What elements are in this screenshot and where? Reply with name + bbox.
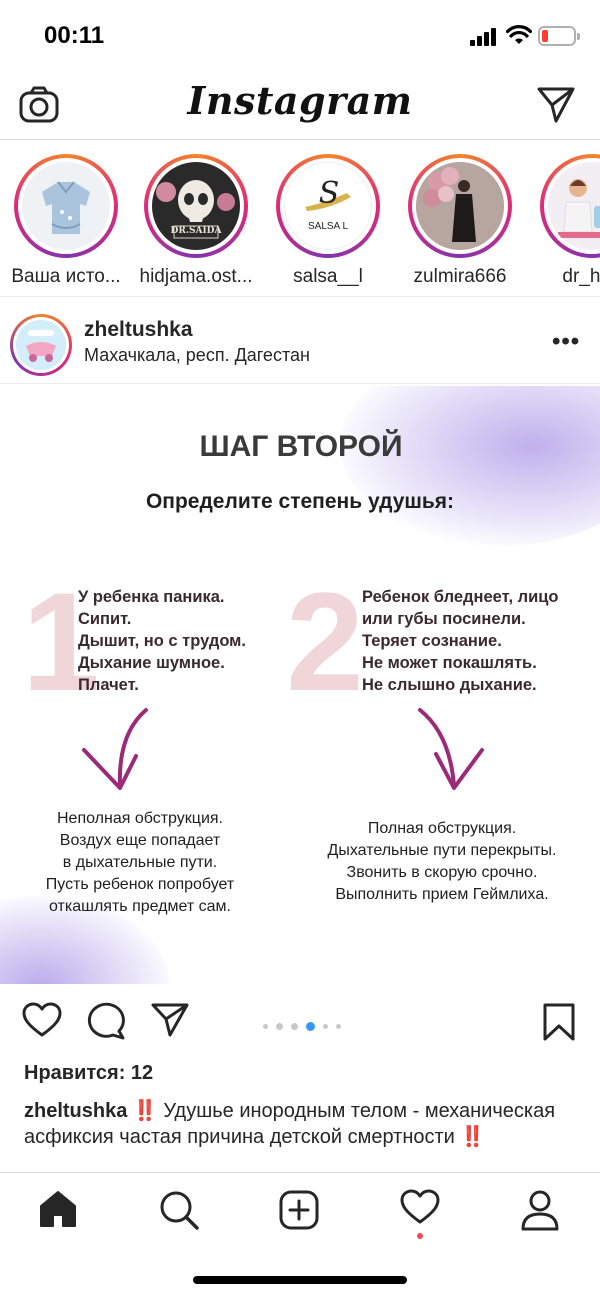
carousel-dot (263, 1024, 268, 1030)
cellular-signal-icon (470, 28, 496, 46)
list-item: Дыхание шумное. (78, 654, 225, 672)
carousel-dot (276, 1023, 283, 1031)
symptom-list-1: У ребенка паника. Сипит. Дышит, но с тру… (78, 586, 246, 696)
instagram-logo: Instagram (187, 78, 413, 123)
result-line: Дыхательные пути перекрыты. (327, 842, 557, 859)
result-text-1: Неполная обструкция. Воздух еще попадает… (20, 808, 260, 918)
story-name: Ваша исто... (11, 266, 121, 287)
direct-message-icon[interactable] (536, 86, 576, 124)
caption-text: Удушье инородным телом - механическая ас… (24, 1100, 556, 1148)
wifi-icon (506, 25, 532, 44)
post-username[interactable]: zheltushka (84, 318, 193, 341)
story-name: salsa__l (293, 266, 363, 287)
story-avatar (548, 162, 600, 250)
list-item: Дышит, но с трудом. (78, 632, 246, 650)
battery-icon (538, 26, 580, 46)
result-line: Выполнить прием Геймлиха. (335, 886, 549, 903)
home-icon[interactable] (38, 1189, 78, 1229)
down-arrow-icon (418, 708, 484, 790)
activity-notification-dot (417, 1233, 423, 1239)
story-item[interactable]: S SALSA L salsa__l (266, 154, 390, 288)
caption-emoji: ‼️ (132, 1100, 158, 1122)
post-actions (0, 984, 600, 1060)
story-image-text: DR.SAIDA (170, 226, 222, 236)
post-author-avatar[interactable] (10, 314, 72, 376)
camera-icon[interactable] (18, 84, 60, 126)
comment-icon[interactable] (86, 1002, 126, 1040)
result-line: Неполная обструкция. (57, 810, 223, 827)
list-item: Не может покашлять. (362, 654, 537, 672)
status-time: 00:11 (44, 22, 105, 49)
search-icon[interactable] (158, 1189, 200, 1231)
caption-username[interactable]: zheltushka (24, 1100, 128, 1122)
story-name: zulmira666 (413, 266, 507, 287)
list-item: У ребенка паника. (78, 588, 225, 606)
result-line: откашлять предмет сам. (49, 898, 231, 915)
list-item: Теряет сознание. (362, 632, 502, 650)
likes-count[interactable]: Нравится: 12 (24, 1062, 154, 1084)
post-header: zheltushka Махачкала, респ. Дагестан ••• (0, 298, 600, 384)
list-item: Плачет. (78, 676, 139, 694)
story-image-text: SALSA L (307, 221, 349, 232)
step-number-1: 1 (22, 563, 100, 720)
carousel-dot-active (306, 1022, 315, 1032)
list-item: Ребенок бледнеет, лицо (362, 588, 559, 606)
result-line: Полная обструкция. (367, 820, 517, 837)
caption-emoji: ‼️ (460, 1126, 486, 1148)
svg-text:S: S (319, 176, 340, 211)
home-indicator (193, 1276, 407, 1284)
decor-blob (340, 386, 600, 546)
list-item: Сипит. (78, 610, 132, 628)
story-item[interactable]: zulmira666 (398, 154, 522, 288)
list-item: Не слышно дыхание. (362, 676, 537, 694)
story-avatar: DR.SAIDA (152, 162, 240, 250)
app-header: Instagram (0, 72, 600, 140)
post-location[interactable]: Махачкала, респ. Дагестан (84, 345, 310, 365)
down-arrow-icon (82, 708, 148, 790)
story-item[interactable]: DR.SAIDA hidjama.ost... (134, 154, 258, 288)
story-item[interactable]: Ваша исто... (4, 154, 128, 288)
step-number-2: 2 (286, 563, 364, 720)
image-subtitle: Определите степень удушья: (145, 490, 455, 513)
result-line: в дыхательные пути. (62, 854, 218, 871)
story-item[interactable]: dr_hab (530, 154, 600, 288)
profile-icon[interactable] (520, 1189, 560, 1231)
image-title: ШАГ ВТОРОЙ (199, 430, 403, 463)
status-bar: 00:11 (0, 0, 600, 72)
story-name: dr_hab (562, 266, 600, 287)
carousel-dot (291, 1023, 298, 1031)
add-icon[interactable] (278, 1189, 320, 1231)
carousel-indicator (263, 1018, 349, 1036)
result-line: Пусть ребенок попробует (45, 876, 235, 893)
stories-tray: Ваша исто... DR.SAIDA hidjama.ost... S S… (0, 141, 600, 297)
post-image[interactable]: ШАГ ВТОРОЙ Определите степень удушья: 1 … (0, 386, 600, 984)
result-line: Звонить в скорую срочно. (346, 864, 538, 881)
story-avatar: S SALSA L (284, 162, 372, 250)
story-avatar (22, 162, 110, 250)
story-name: hidjama.ost... (139, 266, 253, 287)
bookmark-icon[interactable] (542, 1002, 576, 1042)
more-options-icon[interactable]: ••• (552, 328, 581, 355)
activity-icon[interactable] (400, 1189, 440, 1225)
like-heart-icon[interactable] (22, 1002, 62, 1038)
carousel-dot (323, 1024, 328, 1030)
result-text-2: Полная обструкция. Дыхательные пути пере… (300, 818, 584, 906)
story-avatar (416, 162, 504, 250)
share-icon[interactable] (150, 1002, 190, 1038)
post-caption: zheltushka ‼️ Удушье инородным телом - м… (24, 1098, 580, 1172)
symptom-list-2: Ребенок бледнеет, лицо или губы посинели… (362, 586, 558, 696)
result-line: Воздух еще попадает (59, 832, 221, 849)
list-item: или губы посинели. (362, 610, 526, 628)
carousel-dot (336, 1024, 341, 1030)
